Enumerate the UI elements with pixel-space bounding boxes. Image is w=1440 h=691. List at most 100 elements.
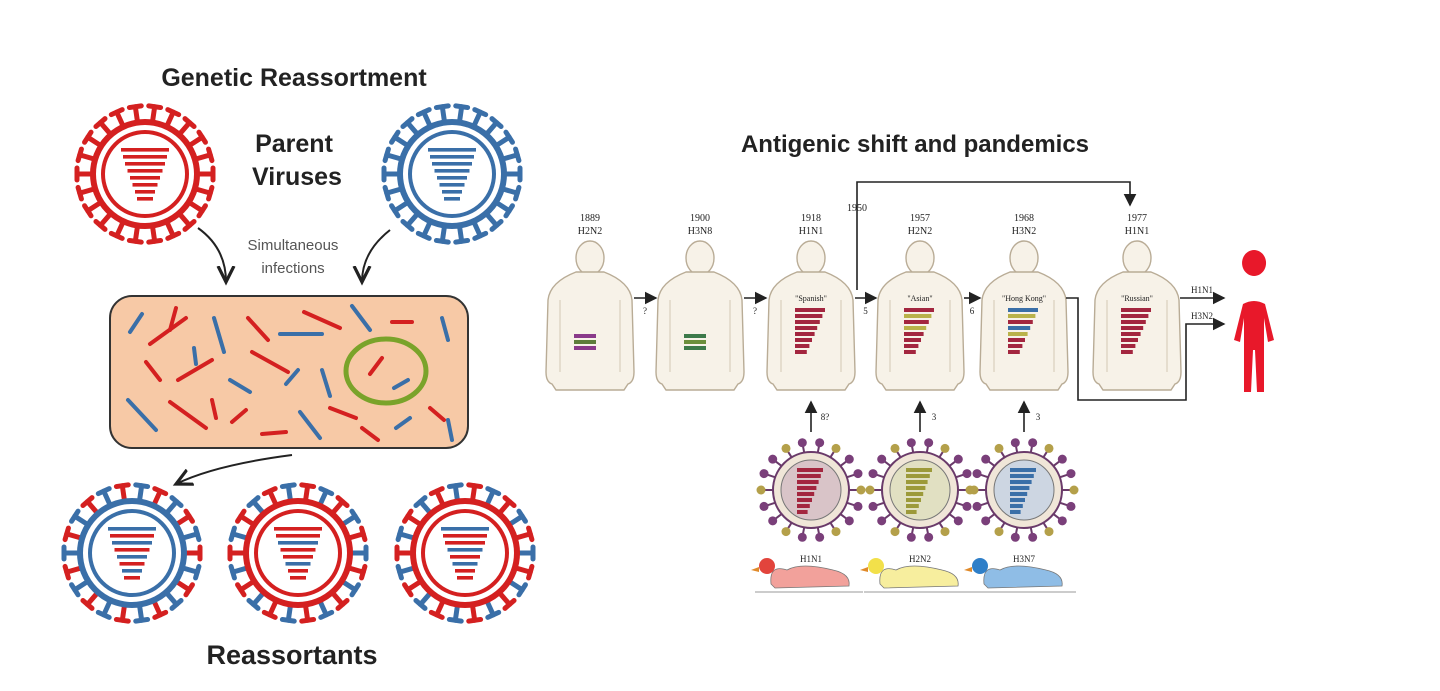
- output-label-h1n1: H1N1: [1191, 285, 1213, 295]
- rna-band: [439, 183, 465, 187]
- spike-tip: [133, 482, 151, 490]
- rna-band: [130, 176, 160, 180]
- figure-year: 1918: [801, 213, 821, 224]
- gene-segment-bar: [684, 334, 706, 338]
- figure-subtype: H1N1: [799, 226, 823, 237]
- spike-tip: [513, 146, 522, 164]
- gene-segment-bar: [795, 320, 820, 324]
- avian-spike-tip: [868, 501, 878, 511]
- avian-spike-tip: [1069, 485, 1079, 495]
- gene-segment-bar: [1008, 308, 1038, 312]
- rna-band: [447, 548, 483, 552]
- gene-segment-bar: [904, 326, 927, 330]
- gene-segment-bar: [1008, 350, 1020, 354]
- spike-tip: [400, 116, 415, 130]
- avian-spike-tip: [890, 443, 900, 453]
- spike-tip: [183, 508, 195, 524]
- avian-input-label: 3: [1036, 412, 1041, 422]
- rna-band: [114, 548, 150, 552]
- figure-subtype: H2N2: [578, 226, 602, 237]
- spike-tip: [146, 103, 164, 111]
- rna-segment: [368, 356, 384, 376]
- rna-segment: [298, 410, 322, 440]
- right-title: Antigenic shift and pandemics: [741, 131, 1089, 158]
- parent-virus-blue: [381, 103, 523, 245]
- gene-segment-bar: [904, 344, 919, 348]
- spike-tip: [489, 218, 504, 232]
- avian-subtype-label: H3N7: [1013, 554, 1035, 564]
- ducks: [751, 558, 1076, 593]
- avian-spike-tip: [972, 501, 982, 511]
- figure-year: 1957: [910, 213, 930, 224]
- rna-band: [132, 183, 158, 187]
- gene-segment-bar: [795, 314, 823, 318]
- capsid: [421, 509, 509, 597]
- spike-tip: [165, 230, 182, 241]
- envelope: [77, 498, 187, 608]
- avian-spike-tip: [815, 532, 825, 542]
- avian-spike-tip: [756, 485, 766, 495]
- avian-spike-tip: [865, 485, 875, 495]
- gene-segment-bar: [1121, 332, 1141, 336]
- avian-spike-tip: [1028, 532, 1038, 542]
- rna-segment: [176, 358, 214, 382]
- rna-segments: [126, 304, 454, 442]
- duck-head: [972, 558, 988, 574]
- spike-tip: [415, 107, 432, 118]
- spike-tip: [108, 107, 125, 118]
- duck-1: [751, 558, 863, 593]
- avian-spike-tip: [853, 501, 863, 511]
- gene-segment-bar: [904, 350, 916, 354]
- spike-tip: [152, 609, 169, 620]
- avian-gene-bar: [906, 498, 921, 502]
- duck-bill: [751, 567, 759, 572]
- spike-tip: [349, 508, 361, 524]
- infection-arrow-left: [197, 227, 226, 282]
- rna-band: [278, 541, 318, 545]
- avian-spike-tip: [981, 454, 991, 464]
- avian-spike-tip: [844, 516, 854, 526]
- avian-gene-bar: [797, 486, 817, 490]
- gene-segment-bar: [1121, 344, 1136, 348]
- gene-segment-bar: [795, 326, 818, 330]
- genetic-reassortment-panel: Genetic Reassortment Parent Viruses Simu…: [61, 64, 536, 670]
- spike-tip: [485, 609, 502, 620]
- rna-band: [290, 576, 306, 580]
- gene-segment-bar: [1008, 332, 1028, 336]
- avian-subtype-label: H2N2: [909, 554, 931, 564]
- parent-label-line1: Parent: [255, 130, 333, 158]
- rna-segment: [260, 430, 288, 436]
- avian-spike-tip: [853, 469, 863, 479]
- avian-gene-bar: [1010, 498, 1025, 502]
- rna-band: [432, 162, 472, 166]
- avian-spike-tip: [890, 527, 900, 537]
- avian-spike-tip: [981, 516, 991, 526]
- gene-segment-bar: [684, 346, 706, 350]
- duck-head: [759, 558, 775, 574]
- spike-tip: [402, 582, 414, 598]
- gene-segment-bar: [574, 340, 596, 344]
- reemergence-bracket: [856, 181, 1137, 290]
- gene-segment-bar: [1121, 308, 1151, 312]
- envelope: [243, 498, 353, 608]
- duck-2: [860, 558, 972, 593]
- spike-tip: [516, 582, 528, 598]
- figure-torso: [875, 271, 965, 391]
- spike-tip: [359, 525, 368, 543]
- spike-tip: [382, 146, 391, 164]
- spike-tip: [472, 230, 489, 241]
- rna-segment: [392, 378, 410, 390]
- rna-band: [123, 155, 167, 159]
- avian-spike-tip: [940, 443, 950, 453]
- gene-segment-bar: [904, 308, 934, 312]
- spike-tip: [196, 203, 208, 219]
- duck-bill: [860, 567, 868, 572]
- avian-gene-bar: [1010, 504, 1023, 508]
- gene-segment-bar: [1121, 320, 1146, 324]
- spike-tip: [503, 129, 515, 145]
- rna-segment: [126, 398, 158, 432]
